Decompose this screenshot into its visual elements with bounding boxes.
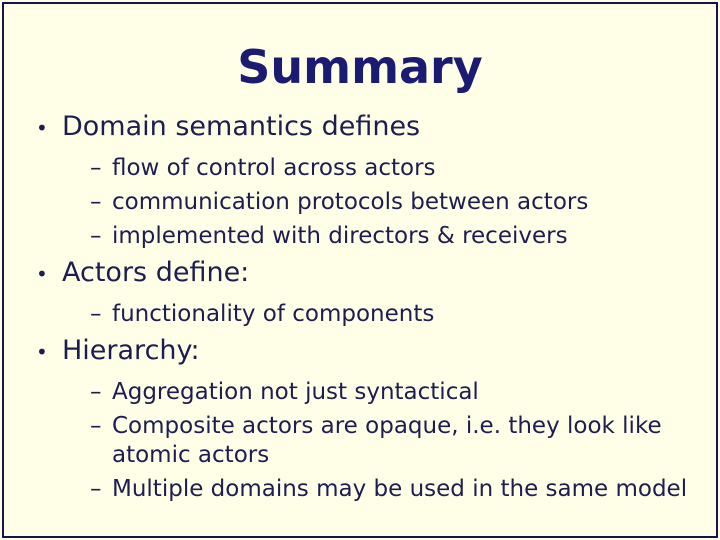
page-title: Summary <box>237 40 483 94</box>
dash-icon: – <box>90 188 102 215</box>
sub-bullet-text: communication protocols between actors <box>112 188 589 215</box>
bullet-label: Domain semantics defines <box>62 110 421 142</box>
bullet-item: • Hierarchy: <box>36 335 694 368</box>
dash-icon: – <box>90 412 102 439</box>
sub-bullet-item: –communication protocols between actors <box>36 188 694 217</box>
dash-icon: – <box>90 300 102 327</box>
sub-bullet-item: –Aggregation not just syntactical <box>36 378 694 407</box>
sub-bullet-text: Aggregation not just syntactical <box>112 378 479 405</box>
sub-bullet-item: –implemented with directors & receivers <box>36 222 694 251</box>
sub-bullet-item: –Composite actors are opaque, i.e. they … <box>36 412 694 470</box>
sub-bullet-item: –flow of control across actors <box>36 154 694 183</box>
sub-bullet-text: Multiple domains may be used in the same… <box>112 475 688 502</box>
slide-content: • Domain semantics defines –flow of cont… <box>36 111 694 504</box>
bullet-item: • Domain semantics defines <box>36 111 694 144</box>
bullet-label: Actors define: <box>62 256 250 288</box>
dash-icon: – <box>90 222 102 249</box>
sub-bullet-text: flow of control across actors <box>112 154 436 181</box>
bullet-dot-icon: • <box>36 115 48 140</box>
dash-icon: – <box>90 378 102 405</box>
bullet-dot-icon: • <box>36 339 48 364</box>
dash-icon: – <box>90 154 102 181</box>
sub-bullet-item: –functionality of components <box>36 300 694 329</box>
bullet-dot-icon: • <box>36 261 48 286</box>
sub-bullet-item: –Multiple domains may be used in the sam… <box>36 475 694 504</box>
bullet-label: Hierarchy: <box>62 334 200 366</box>
dash-icon: – <box>90 475 102 502</box>
sub-bullet-text: functionality of components <box>112 300 435 327</box>
bullet-item: • Actors define: <box>36 257 694 290</box>
sub-bullet-text: implemented with directors & receivers <box>112 222 568 249</box>
sub-bullet-text: Composite actors are opaque, i.e. they l… <box>112 412 662 468</box>
